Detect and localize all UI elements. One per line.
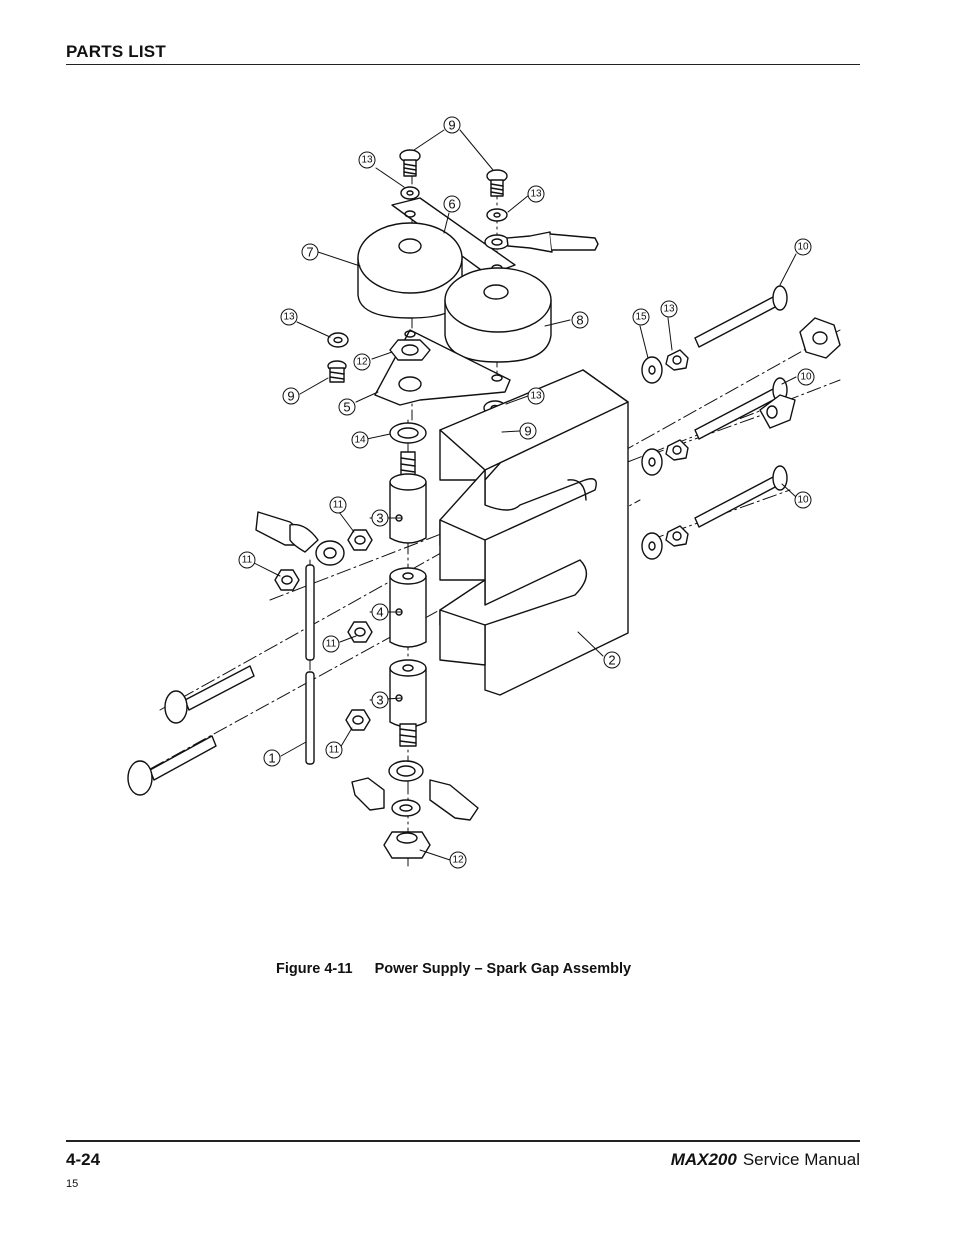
callout-11: 11: [326, 639, 337, 650]
page-number: 4-24: [66, 1150, 101, 1169]
callout-3: 3: [376, 511, 383, 526]
callout-8: 8: [576, 313, 583, 328]
callout-10: 10: [797, 495, 809, 506]
main-block: [439, 369, 629, 696]
callout-13: 13: [530, 189, 542, 200]
callout-14: 14: [354, 435, 366, 446]
callout-13: 13: [530, 391, 542, 402]
callout-12: 12: [452, 855, 464, 866]
doc-number: 15: [66, 1178, 79, 1190]
manual-label: Service Manual: [742, 1150, 860, 1169]
figure-caption: Figure 4-11 Power Supply – Spark Gap Asse…: [276, 961, 631, 977]
callout-13: 13: [361, 155, 373, 166]
callout-3: 3: [376, 693, 383, 708]
footer-rule: [66, 1140, 860, 1142]
figure-number: Figure 4-11: [276, 961, 353, 977]
callout-10: 10: [800, 372, 812, 383]
callout-1: 1: [268, 751, 275, 766]
callout-11: 11: [329, 745, 340, 756]
callout-9: 9: [524, 424, 531, 439]
callout-7: 7: [306, 245, 313, 260]
callout-6: 6: [448, 197, 455, 212]
callout-11: 11: [333, 500, 344, 511]
spark-gap-assembly-drawing: 9 13 13 6 7 10 13 8 15 13 12 9 5 13 10 1…: [127, 116, 841, 871]
product-name: MAX200: [670, 1150, 737, 1169]
callout-4: 4: [376, 605, 383, 620]
top-screws: [399, 149, 508, 197]
figure-title: Power Supply – Spark Gap Assembly: [374, 961, 632, 977]
callout-11: 11: [242, 555, 253, 566]
left-bolts: [127, 665, 255, 796]
manual-title: MAX200 Service Manual: [671, 1150, 860, 1170]
callout-9: 9: [287, 389, 294, 404]
callout-15: 15: [635, 312, 647, 323]
callout-2: 2: [608, 653, 615, 668]
section-title: PARTS LIST: [66, 42, 166, 61]
electrode-holders: [389, 473, 427, 747]
callout-12: 12: [356, 357, 368, 368]
callout-5: 5: [343, 400, 350, 415]
callout-9: 9: [448, 118, 455, 133]
callout-circles: [238, 116, 815, 869]
callout-13: 13: [663, 304, 675, 315]
callout-13: 13: [283, 312, 295, 323]
right-bolts: [694, 285, 788, 528]
callout-10: 10: [797, 242, 809, 253]
cylinder-electrodes: [357, 222, 552, 363]
header-rule: [66, 64, 860, 65]
